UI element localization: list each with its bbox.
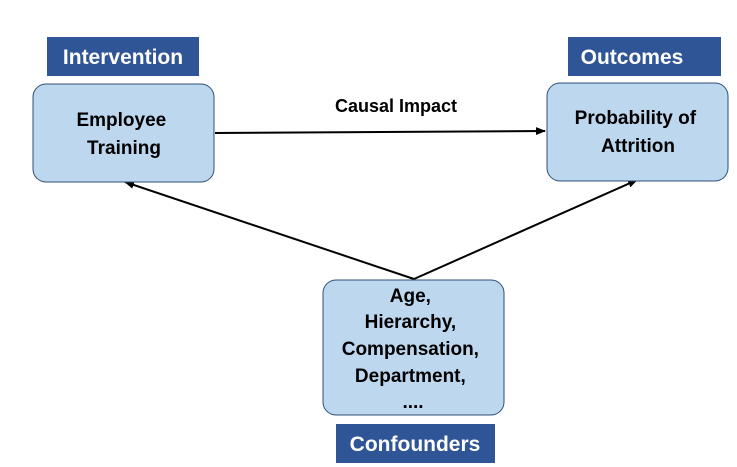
confounder-line: Age, [390,286,431,307]
confounders-node [322,279,505,416]
outcome-node [546,82,729,182]
confounder-to-outcome-arrow [413,179,638,280]
confounders-node-label: Age, Hierarchy, Compensation, Department… [342,286,485,413]
confounders-tag-label: Confounders [350,433,481,456]
outcomes-tag [568,37,721,76]
outcome-line: Attrition [601,136,675,157]
intervention-line: Employee [76,110,166,131]
intervention-tag [47,37,199,76]
confounder-to-intervention-arrow [124,181,415,280]
intervention-tag-label: Intervention [63,46,183,69]
confounder-line: .... [402,392,423,413]
confounders-tag [336,424,495,463]
causal-impact-arrow [214,127,546,136]
causal-impact-label: Causal Impact [335,96,457,116]
outcome-node-label: Probability of Attrition [575,108,702,157]
intervention-node [32,83,215,183]
outcomes-tag-label: Outcomes [581,46,684,69]
outcome-line: Probability of [575,108,697,129]
confounder-line: Hierarchy, [365,312,457,333]
confounder-line: Department, [355,366,466,387]
intervention-node-label: Employee Training [76,110,171,159]
intervention-line: Training [87,138,161,159]
confounder-line: Compensation, [342,339,479,360]
